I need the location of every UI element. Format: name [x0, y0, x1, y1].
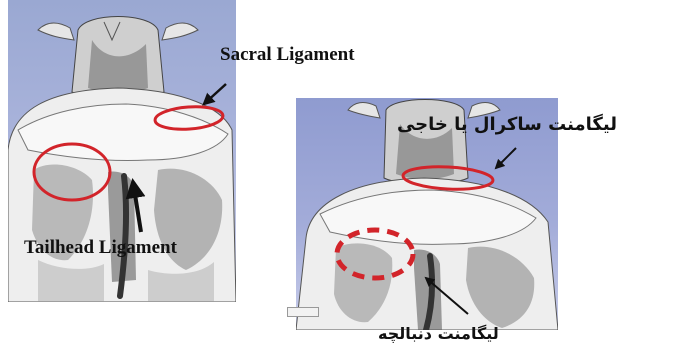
tailhead-ligament-marker-right [337, 230, 413, 278]
sacral-arrow-right [496, 148, 516, 168]
sacral-ligament-label-en: Sacral Ligament [220, 44, 355, 66]
tailhead-ligament-label-en: Tailhead Ligament [24, 237, 177, 259]
sacral-arrow-left [204, 84, 226, 104]
sacral-ligament-marker-left [154, 105, 223, 132]
sacral-ligament-marker-right [402, 165, 493, 192]
tailhead-ligament-label-fa: لیگامنت دنبالچه [378, 324, 499, 343]
tailhead-ligament-marker-left [34, 144, 110, 200]
tailhead-arrow-left [133, 182, 141, 232]
sacral-ligament-label-fa: لیگامنت ساکرال یا خاجی [397, 114, 617, 135]
tailhead-arrow-right [426, 278, 468, 314]
